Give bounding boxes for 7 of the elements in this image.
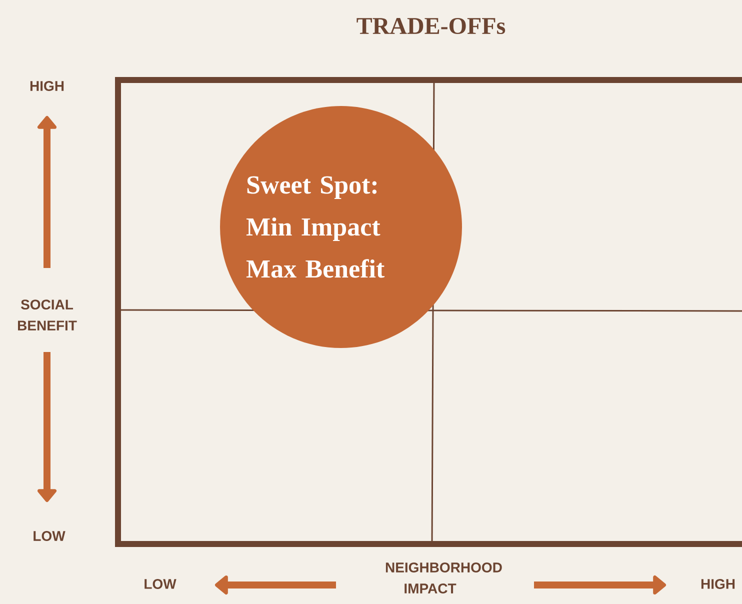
title: TRADE-OFFs (356, 18, 506, 34)
axis-title: NEIGHBORHOOD IMPACT (386, 562, 502, 594)
axis-label: LOW (34, 531, 66, 541)
axis-label: HIGH (701, 579, 735, 589)
axis-title: SOCIAL BENEFIT (18, 300, 77, 330)
axis-label: LOW (144, 579, 176, 589)
axis-label: HIGH (30, 81, 64, 91)
